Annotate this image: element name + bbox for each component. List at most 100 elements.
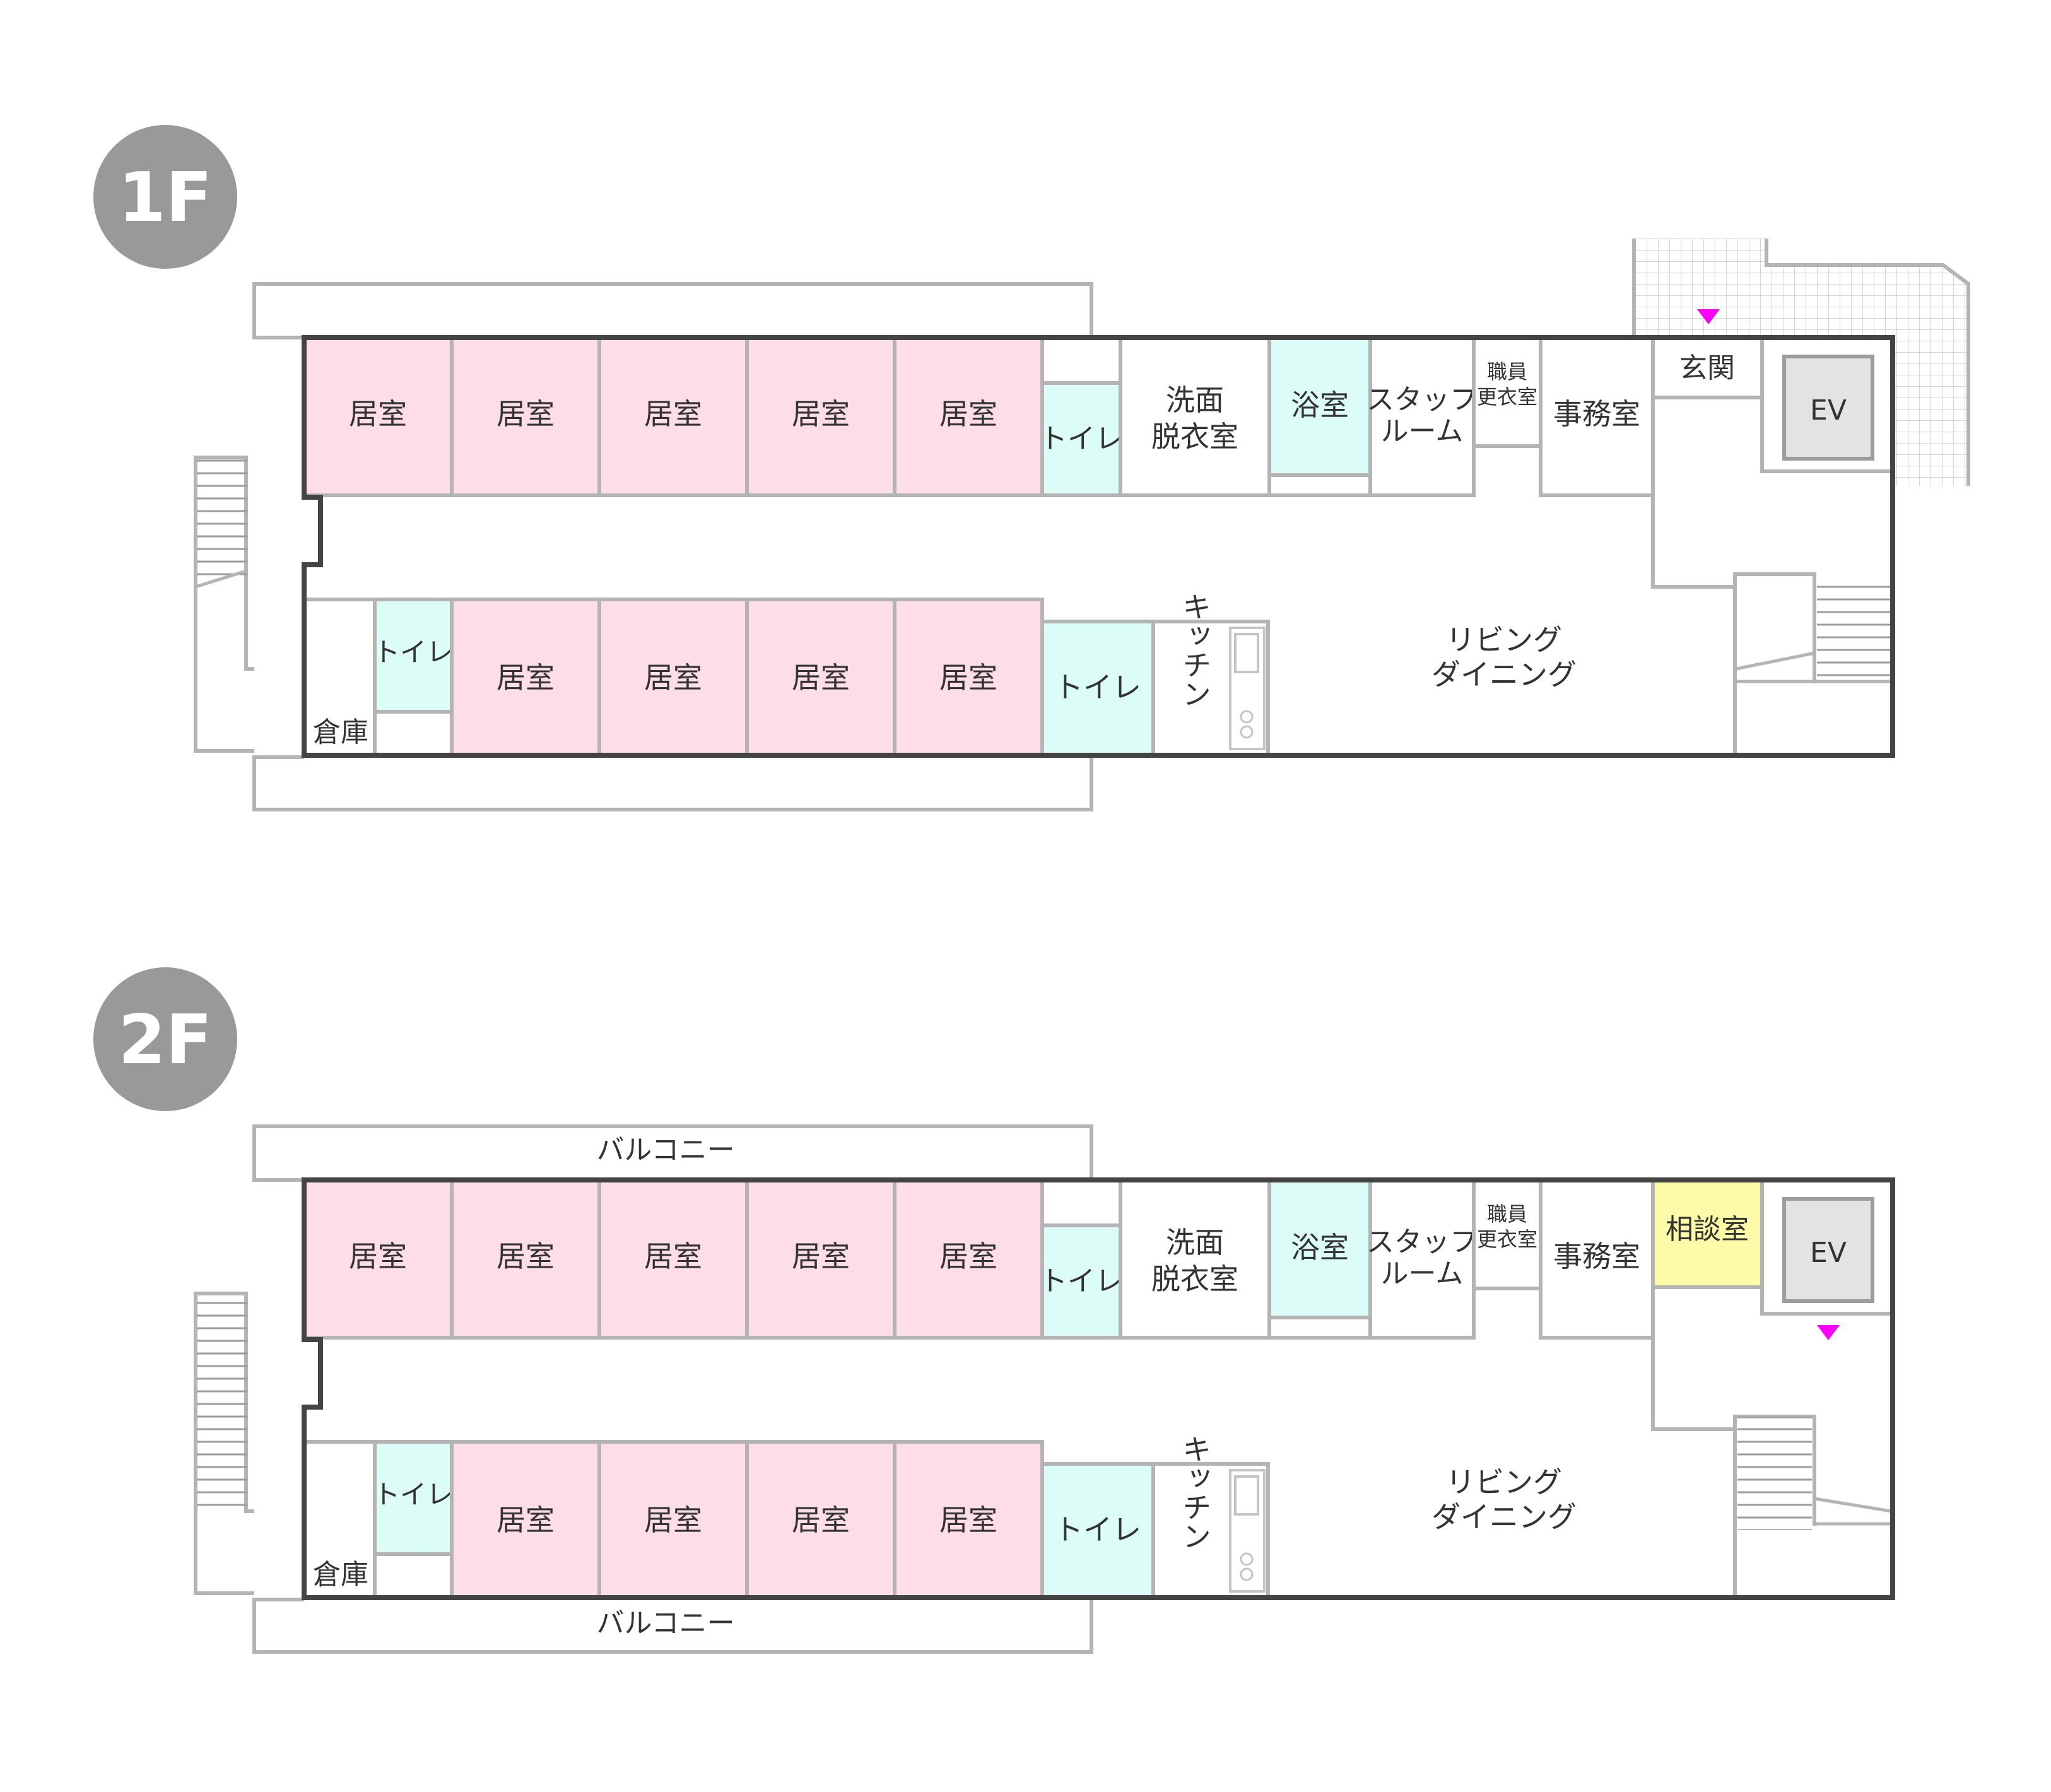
label-bedroom-3: 居室	[644, 1239, 702, 1273]
label-bedroom-6: 居室	[497, 1503, 555, 1537]
entrance-marker-icon	[1817, 1325, 1840, 1340]
room-storage	[302, 598, 377, 757]
kitchen-counter	[1229, 1469, 1266, 1593]
outer-wall	[302, 1177, 1895, 1600]
room-bedroom-3	[597, 1178, 749, 1340]
label-bedroom-2: 居室	[497, 1239, 555, 1273]
room-bedroom-8	[745, 1440, 896, 1600]
label-locker-1: 職員	[1487, 1202, 1527, 1226]
kitchen-counter	[1229, 627, 1266, 750]
label-bedroom-1: 居室	[349, 397, 407, 431]
label-bedroom-3: 居室	[644, 397, 702, 431]
room-entrance	[1651, 336, 1764, 399]
label-office: 事務室	[1553, 397, 1640, 431]
label-bedroom-6: 居室	[497, 661, 555, 695]
label-bedroom-7: 居室	[644, 661, 702, 695]
stove-icon	[1240, 710, 1254, 724]
outer-wall	[302, 335, 1895, 758]
room-bedroom-1	[302, 336, 454, 497]
label-office: 事務室	[1553, 1239, 1640, 1273]
outer-stair-steps	[197, 459, 247, 579]
label-bedroom-5: 居室	[939, 397, 997, 431]
room-bath	[1267, 1178, 1372, 1319]
inner-stair	[1817, 581, 1891, 681]
label-bath: 浴室	[1291, 388, 1349, 422]
label-washroom-1: 洗面	[1166, 383, 1224, 417]
label-locker-1: 職員	[1487, 360, 1527, 384]
label-bedroom-4: 居室	[792, 1239, 850, 1273]
label-living-1: リビング	[1446, 623, 1562, 657]
room-locker	[1472, 1178, 1543, 1290]
label-elevator: EV	[1810, 1237, 1847, 1269]
label-bedroom-9: 居室	[939, 661, 997, 695]
stove-icon	[1240, 1552, 1254, 1566]
label-balcony-bottom: バルコニー	[596, 1607, 734, 1639]
room-bedroom-4	[745, 1178, 896, 1340]
floor-badge-1f: 1F	[93, 125, 237, 269]
entrance-marker-icon	[1697, 309, 1720, 324]
label-toilet-small: トイレ	[373, 1479, 453, 1510]
label-toilet-big: トイレ	[1054, 1512, 1141, 1547]
label-staff-2: ルーム	[1381, 415, 1464, 447]
room-washroom	[1119, 336, 1271, 497]
label-washroom-1: 洗面	[1166, 1225, 1224, 1259]
label-storage: 倉庫	[313, 716, 368, 748]
label-elevator: EV	[1810, 394, 1847, 427]
room-bath	[1267, 336, 1372, 477]
room-bedroom-1	[302, 1178, 454, 1340]
inner-stair	[1737, 1417, 1812, 1530]
outer-stair-steps	[197, 1295, 247, 1509]
label-toilet-top: トイレ	[1040, 1265, 1123, 1297]
elevator	[1782, 355, 1874, 461]
label-living-2: ダイニング	[1431, 1500, 1577, 1534]
floor-1f: 1F 居室 居室 居室 居室 居室 トイレ 洗面 脱衣室 浴室	[93, 125, 1970, 811]
room-toilet-top	[1040, 1223, 1122, 1340]
label-bedroom-8: 居室	[792, 1503, 850, 1537]
balcony-outline	[252, 282, 1093, 811]
room-bedroom-3	[597, 336, 749, 497]
label-bedroom-4: 居室	[792, 397, 850, 431]
room-staff	[1368, 336, 1476, 497]
label-washroom-2: 脱衣室	[1151, 420, 1238, 454]
room-kitchen	[1151, 1462, 1270, 1600]
label-balcony-top: バルコニー	[596, 1134, 734, 1166]
label-locker-2: 更衣室	[1477, 385, 1537, 409]
balcony-outline	[252, 1124, 1093, 1654]
elevator	[1782, 1197, 1874, 1303]
label-storage: 倉庫	[313, 1559, 368, 1591]
room-bedroom-6	[450, 1440, 601, 1600]
room-storage	[302, 1440, 377, 1600]
floor-badge-label: 2F	[119, 1001, 213, 1080]
label-washroom-2: 脱衣室	[1151, 1262, 1238, 1296]
room-bedroom-7	[597, 598, 749, 757]
room-bedroom-9	[893, 598, 1044, 757]
label-entrance: 玄関	[1679, 352, 1735, 384]
floor-2f: 2F バルコニー バルコニー 居室 居室 居室 居室 居室 トイレ 洗面 脱衣室…	[93, 967, 1895, 1654]
room-bedroom-5	[893, 336, 1044, 497]
label-staff-2: ルーム	[1381, 1258, 1464, 1290]
label-bedroom-9: 居室	[939, 1503, 997, 1537]
sink-icon	[1234, 633, 1259, 673]
label-kitchen: キッチン	[1178, 1434, 1212, 1550]
room-bedroom-2	[450, 1178, 601, 1340]
room-locker	[1472, 336, 1543, 448]
floor-badge-2f: 2F	[93, 967, 237, 1111]
label-bedroom-7: 居室	[644, 1503, 702, 1537]
label-kitchen: キッチン	[1178, 592, 1212, 708]
label-toilet-big: トイレ	[1054, 670, 1141, 704]
label-toilet-top: トイレ	[1040, 423, 1123, 455]
label-living-1: リビング	[1446, 1465, 1562, 1499]
label-bath: 浴室	[1291, 1230, 1349, 1264]
sink-icon	[1234, 1475, 1259, 1516]
label-toilet-small: トイレ	[373, 637, 453, 668]
label-bedroom-1: 居室	[349, 1239, 407, 1273]
label-staff-1: スタッフ	[1366, 384, 1478, 416]
label-bedroom-8: 居室	[792, 661, 850, 695]
label-bedroom-5: 居室	[939, 1239, 997, 1273]
label-bedroom-2: 居室	[497, 397, 555, 431]
entrance-porch	[1634, 239, 1968, 486]
floor-badge-label: 1F	[119, 158, 213, 237]
label-staff-1: スタッフ	[1366, 1226, 1478, 1258]
